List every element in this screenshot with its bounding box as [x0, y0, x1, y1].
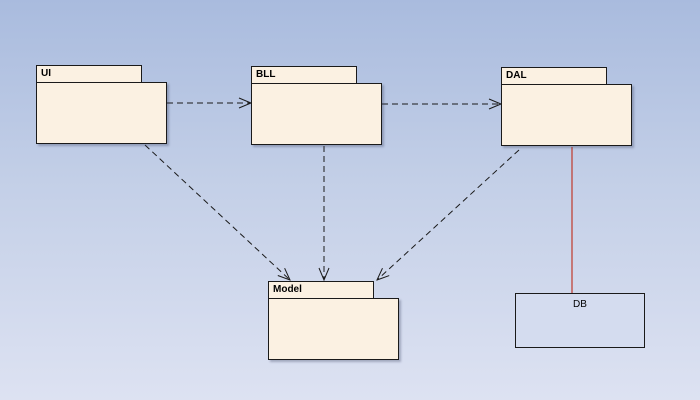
database-node[interactable]: DB — [515, 293, 645, 348]
package-model-label: Model — [273, 284, 302, 295]
package-bll-label: BLL — [256, 69, 276, 80]
package-ui-body — [36, 82, 167, 144]
package-dal-label: DAL — [506, 70, 527, 81]
package-dal-tab: DAL — [501, 67, 607, 85]
dependency-dal-to-model — [377, 149, 520, 280]
package-dal-body — [501, 84, 632, 146]
package-bll-tab: BLL — [251, 66, 357, 84]
package-ui-label: UI — [41, 68, 51, 79]
database-label: DB — [573, 299, 587, 310]
dependency-ui-to-model — [144, 144, 290, 280]
package-bll-body — [251, 83, 382, 145]
package-ui-tab: UI — [36, 65, 142, 83]
package-model-body — [268, 298, 399, 360]
package-model-tab: Model — [268, 281, 374, 299]
